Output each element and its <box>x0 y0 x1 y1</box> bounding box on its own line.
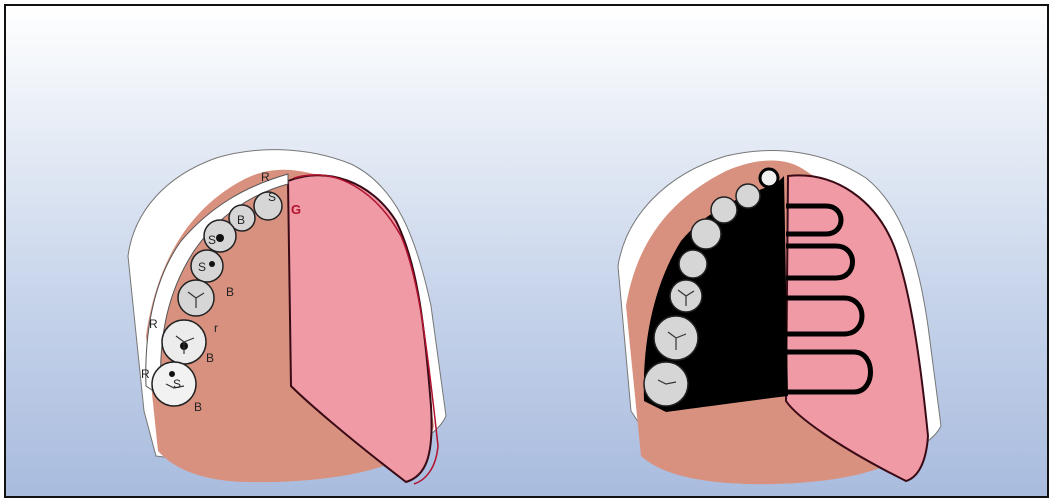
label-r1: R <box>261 170 270 184</box>
label-r3: R <box>149 317 158 331</box>
label-b4: B <box>194 400 202 414</box>
label-s1: S <box>268 190 276 204</box>
label-b2: B <box>226 285 234 299</box>
rest-seat <box>760 169 778 187</box>
right-cast <box>618 151 941 485</box>
slide-canvas: R S G B S S B r R B R S B <box>4 4 1049 498</box>
label-r4: R <box>141 367 150 381</box>
partial-denture-diagrams: R S G B S S B r R B R S B <box>6 6 1047 496</box>
label-s4: S <box>173 377 181 391</box>
left-cast: R S G B S S B r R B R S B <box>128 150 446 484</box>
label-s3: S <box>198 260 206 274</box>
tooth <box>191 250 223 282</box>
label-b1: B <box>237 213 245 227</box>
label-g: G <box>291 202 301 217</box>
label-b3: B <box>206 351 214 365</box>
label-s2: S <box>208 233 216 247</box>
label-r2: r <box>214 321 218 335</box>
